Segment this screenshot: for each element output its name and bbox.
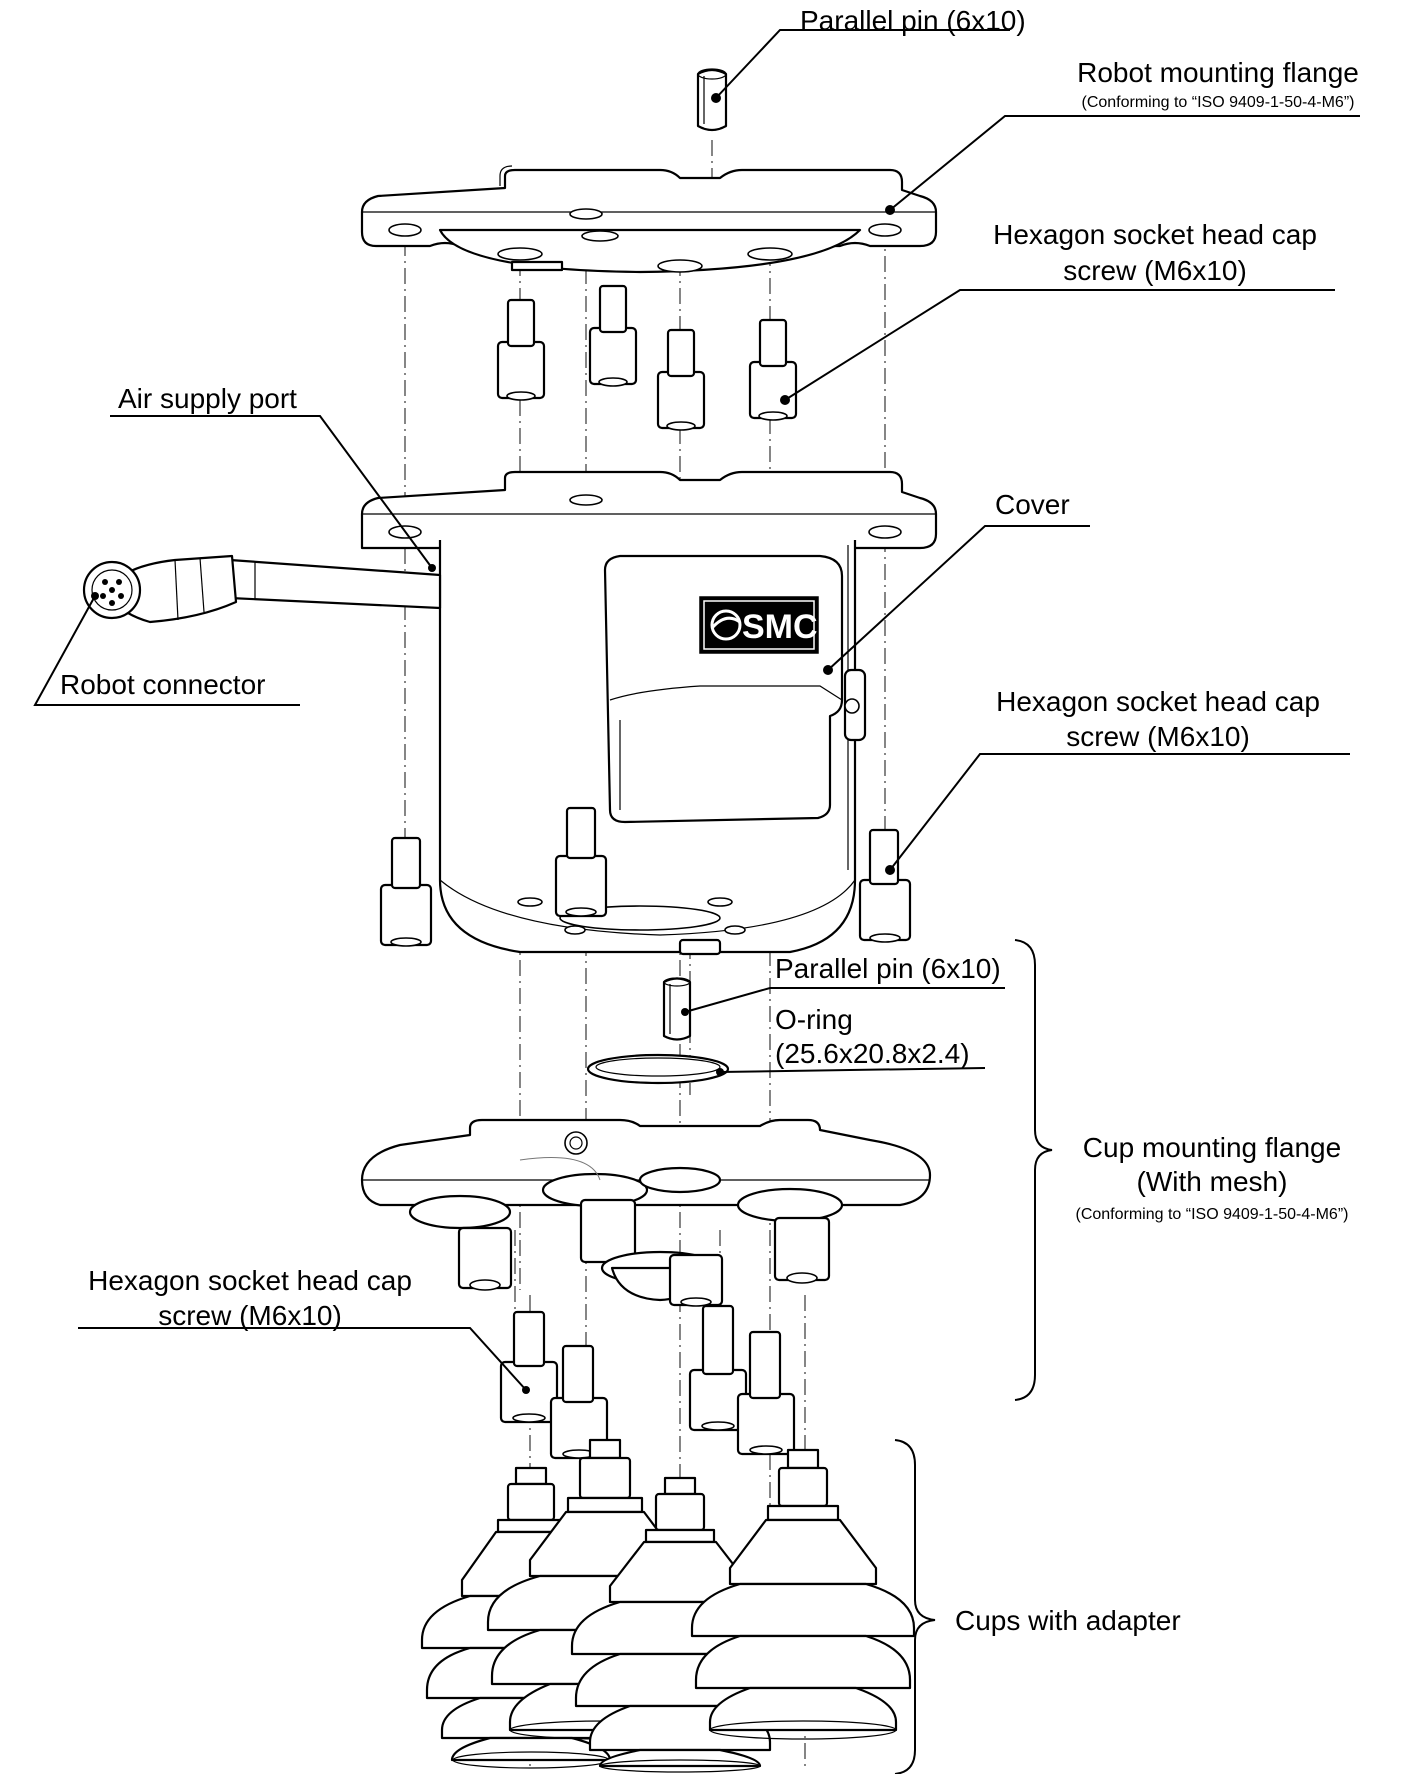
braces <box>894 939 1053 1774</box>
o-ring-part <box>586 1053 730 1085</box>
label-cup-flange-line1: Cup mounting flange <box>1083 1132 1341 1163</box>
hex-screw-mid-group <box>379 806 912 947</box>
labels: Parallel pin (6x10) Robot mounting flang… <box>60 5 1359 1636</box>
cup-flange-brace <box>1014 939 1053 1401</box>
hex-screw-low-c <box>688 1304 748 1432</box>
label-hex-screw-top-line2: screw (M6x10) <box>1063 255 1247 286</box>
hex-screw-mid-center <box>554 806 608 918</box>
hex-screw-top-c <box>656 328 706 431</box>
cover-part <box>603 554 867 824</box>
cups-brace <box>894 1439 936 1774</box>
label-hex-screw-top-line1: Hexagon socket head cap <box>993 219 1317 250</box>
suction-cup-4 <box>690 1448 916 1740</box>
hex-screw-top-b <box>588 284 638 387</box>
hex-screw-top-d <box>748 318 798 421</box>
hex-screw-top-group <box>496 284 798 431</box>
label-hex-screw-low-line2: screw (M6x10) <box>158 1300 342 1331</box>
smc-logo-icon: SMC <box>699 596 819 654</box>
robot-connector-icon <box>82 554 238 624</box>
parallel-pin-mid-part <box>662 977 692 1041</box>
label-cup-flange-line2: (With mesh) <box>1137 1166 1288 1197</box>
brand-logo-text: SMC <box>742 608 818 646</box>
hex-screw-mid-right <box>858 828 912 943</box>
robot-mounting-flange-part <box>360 165 938 274</box>
label-robot-flange: Robot mounting flange <box>1077 57 1359 88</box>
hex-screw-low-a <box>499 1310 559 1424</box>
hex-screw-low-b <box>549 1344 609 1460</box>
label-cups-with-adapter: Cups with adapter <box>955 1605 1181 1636</box>
hex-screw-low-group <box>499 1304 796 1460</box>
label-hex-screw-mid-line1: Hexagon socket head cap <box>996 686 1320 717</box>
label-robot-connector: Robot connector <box>60 669 265 700</box>
label-air-supply-port: Air supply port <box>118 383 297 414</box>
label-robot-flange-note: (Conforming to “ISO 9409-1-50-4-M6”) <box>1082 94 1355 111</box>
label-o-ring-line1: O-ring <box>775 1004 853 1035</box>
label-cover: Cover <box>995 489 1070 520</box>
label-hex-screw-mid-line2: screw (M6x10) <box>1066 721 1250 752</box>
robot-cable-part <box>228 558 442 610</box>
label-hex-screw-low-line1: Hexagon socket head cap <box>88 1265 412 1296</box>
label-parallel-pin-top: Parallel pin (6x10) <box>800 5 1026 36</box>
hex-screw-top-a <box>496 298 546 401</box>
hex-screw-low-d <box>736 1330 796 1456</box>
label-o-ring-line2: (25.6x20.8x2.4) <box>775 1038 970 1069</box>
hex-screw-mid-left <box>379 836 433 947</box>
cup-mounting-flange-part <box>360 1118 932 1307</box>
label-parallel-pin-mid: Parallel pin (6x10) <box>775 953 1001 984</box>
label-cup-flange-note: (Conforming to “ISO 9409-1-50-4-M6”) <box>1076 1206 1349 1223</box>
leader-lines <box>33 29 1360 1394</box>
